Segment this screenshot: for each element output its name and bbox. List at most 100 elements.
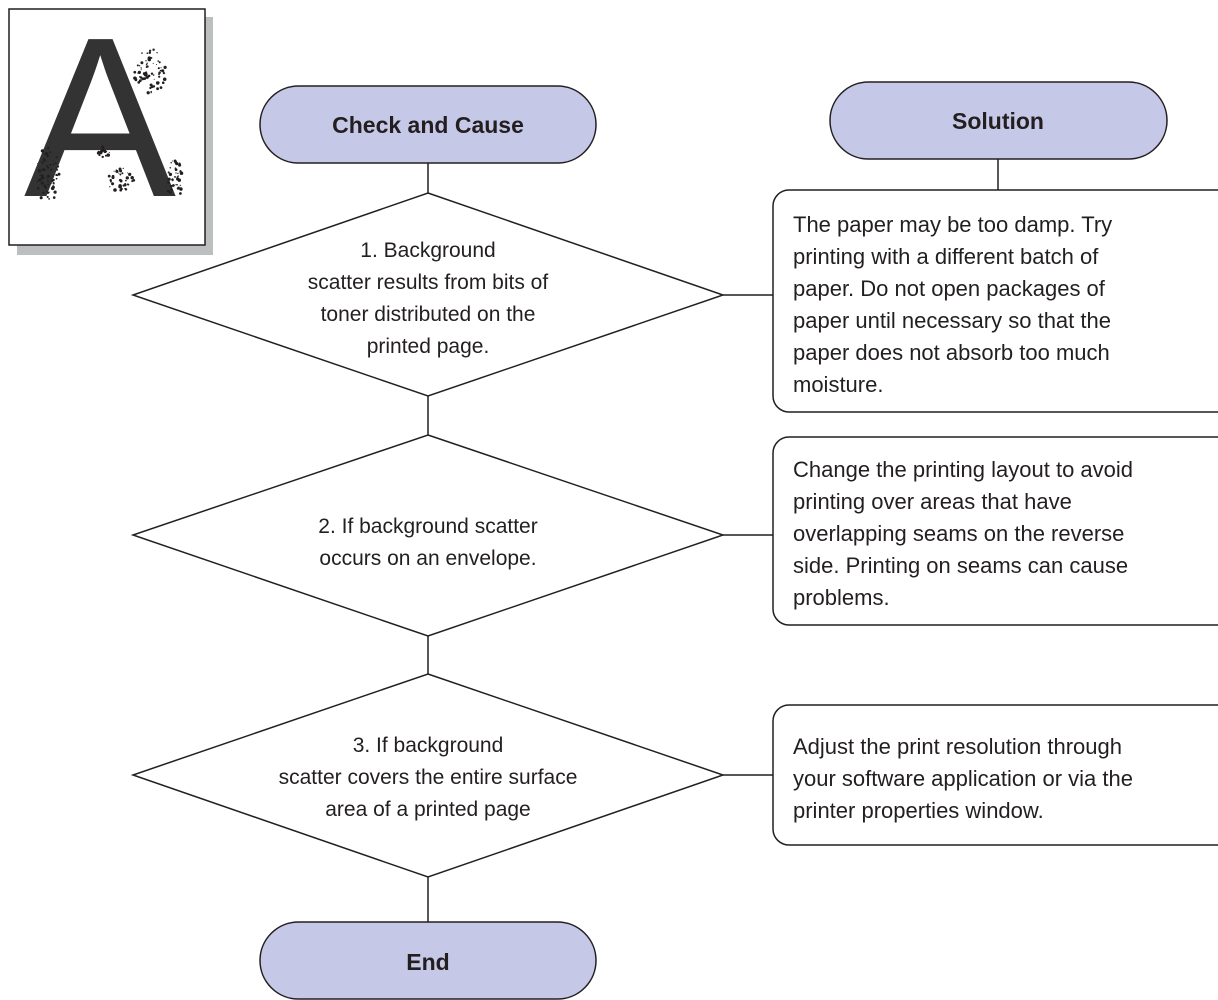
toner-speck — [46, 174, 50, 178]
toner-speck — [158, 61, 161, 64]
toner-speck — [119, 178, 122, 181]
toner-speck — [144, 72, 148, 77]
toner-speck — [52, 184, 54, 187]
toner-speck — [119, 184, 121, 186]
toner-speck — [176, 187, 180, 190]
toner-speck — [37, 163, 39, 165]
toner-speck — [119, 173, 122, 176]
diamond-step-2 — [130, 434, 726, 637]
toner-speck — [113, 188, 117, 192]
toner-speck — [175, 172, 177, 174]
toner-speck — [132, 176, 134, 179]
solution-3-line: Adjust the print resolution through — [793, 734, 1122, 759]
toner-speck — [36, 186, 40, 190]
toner-speck — [172, 184, 175, 187]
toner-speck — [175, 184, 177, 186]
toner-speck — [125, 179, 127, 182]
toner-speck — [162, 82, 165, 84]
toner-speck — [167, 177, 171, 181]
toner-speck — [167, 171, 170, 174]
toner-speck — [111, 175, 115, 180]
toner-speck — [42, 157, 45, 160]
toner-speck — [37, 169, 42, 173]
toner-speck — [41, 163, 43, 165]
toner-speck — [46, 178, 48, 180]
solution-2-line: side. Printing on seams can cause — [793, 553, 1128, 578]
toner-speck — [122, 184, 125, 187]
toner-speck — [141, 52, 143, 54]
toner-speck — [46, 191, 50, 194]
toner-speck — [37, 178, 42, 182]
toner-speck — [138, 79, 142, 83]
step-3-line: scatter covers the entire surface — [279, 766, 578, 789]
toner-speck — [52, 180, 54, 183]
toner-speck — [55, 177, 58, 180]
toner-speck — [40, 181, 44, 185]
toner-speck — [179, 171, 184, 175]
toner-speck — [49, 182, 52, 185]
toner-speck — [156, 52, 158, 54]
solution-3-line: your software application or via the — [793, 766, 1133, 791]
toner-speck — [159, 86, 163, 89]
toner-speck — [174, 175, 176, 178]
toner-speck — [50, 186, 55, 191]
toner-speck — [57, 172, 61, 176]
toner-speck — [146, 52, 149, 55]
solution-2-line: printing over areas that have — [793, 489, 1072, 514]
toner-speck — [40, 176, 44, 180]
toner-speck — [47, 183, 50, 186]
toner-speck — [100, 148, 103, 151]
toner-speck — [43, 153, 45, 155]
toner-speck — [170, 161, 172, 164]
toner-speck — [162, 77, 167, 81]
solution-1-line: paper does not absorb too much — [793, 340, 1110, 365]
toner-speck — [177, 175, 179, 177]
toner-speck — [155, 63, 158, 66]
toner-speck — [50, 168, 53, 171]
toner-speck — [41, 168, 45, 171]
toner-speck — [111, 182, 115, 186]
toner-speck — [174, 160, 178, 164]
toner-speck — [56, 168, 59, 171]
terminator-solution — [829, 81, 1168, 160]
toner-speck — [157, 67, 160, 70]
toner-speck — [136, 64, 139, 67]
toner-speck — [43, 158, 47, 162]
solution-1-line: paper until necessary so that the — [793, 308, 1111, 333]
toner-speck — [132, 178, 136, 182]
toner-speck — [52, 163, 55, 166]
toner-speck — [140, 67, 142, 69]
toner-speck — [145, 60, 147, 62]
toner-speck — [109, 180, 112, 183]
toner-speck — [47, 166, 50, 169]
terminator-end-shape — [259, 921, 597, 1000]
step-1-line: toner distributed on the — [321, 303, 536, 326]
toner-speck — [150, 72, 154, 75]
toner-speck — [103, 149, 107, 154]
toner-speck — [115, 170, 117, 173]
diamond-step-1 — [130, 192, 726, 397]
toner-speck — [46, 165, 49, 168]
toner-speck — [39, 196, 43, 200]
decision-step-2: 2. If background scatter occurs on an en… — [130, 434, 726, 637]
toner-speck — [152, 62, 154, 64]
toner-speck — [36, 180, 38, 183]
toner-speck — [106, 153, 111, 157]
solution-1-line: moisture. — [793, 372, 883, 397]
step-2-line: occurs on an envelope. — [319, 547, 536, 570]
toner-speck — [134, 78, 138, 82]
toner-speck — [127, 184, 129, 186]
toner-speck — [146, 62, 148, 64]
decision-step-1: 1. Background scatter results from bits … — [130, 192, 726, 397]
toner-speck — [57, 165, 60, 168]
toner-speck — [139, 76, 143, 79]
toner-speck — [53, 183, 55, 185]
header-check-and-cause: Check and Cause — [259, 85, 597, 164]
toner-speck — [163, 65, 167, 70]
toner-speck — [118, 172, 120, 174]
toner-speck — [148, 51, 152, 55]
toner-speck — [42, 161, 44, 164]
step-3-line: 3. If background — [353, 734, 504, 757]
toner-speck — [157, 60, 160, 62]
solution-1-line: The paper may be too damp. Try — [793, 212, 1112, 237]
